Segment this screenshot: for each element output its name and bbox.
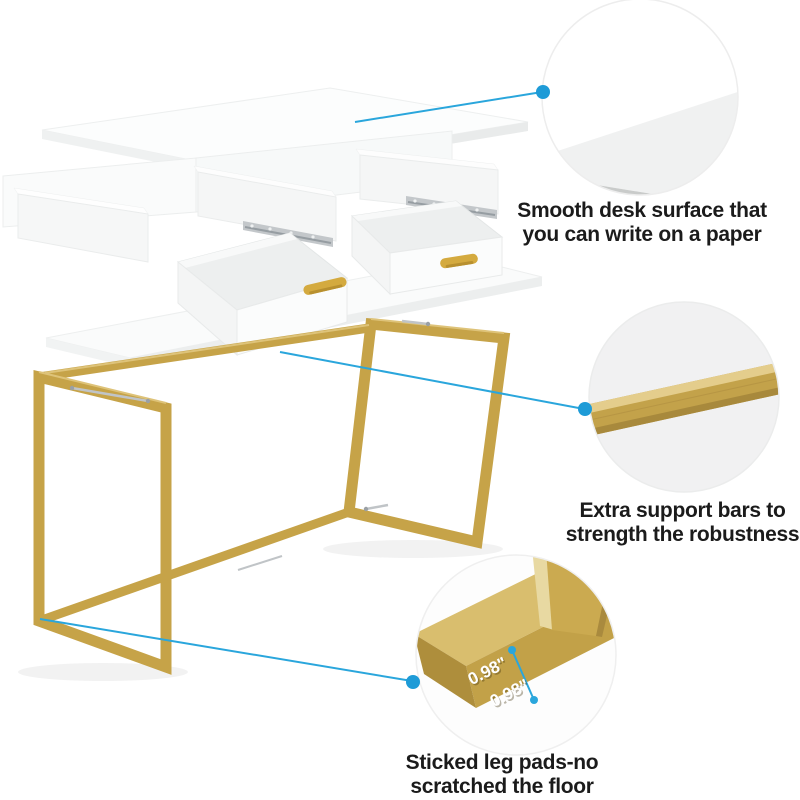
drawer-front xyxy=(176,232,349,357)
drawer-right-handle xyxy=(440,253,478,269)
screw-tip xyxy=(363,506,369,512)
caption-line: you can write on a paper xyxy=(522,223,762,246)
screw-tip xyxy=(69,385,75,391)
measure-dot xyxy=(530,696,538,704)
frame-highlight xyxy=(44,324,370,374)
callout-circle-support xyxy=(588,301,780,493)
caption-line: Smooth desk surface that xyxy=(517,199,767,222)
drawer-right xyxy=(350,200,504,296)
rail-screw xyxy=(311,235,315,239)
assembly-rod xyxy=(237,555,283,571)
connector-line-surface xyxy=(354,91,543,123)
support-bar-bottom xyxy=(37,507,351,626)
leg-upright-highlight xyxy=(532,555,554,630)
connector-line-support xyxy=(279,351,585,410)
support-bar-highlight xyxy=(589,360,779,414)
screw-tip xyxy=(145,398,151,404)
handle-shade xyxy=(445,261,474,268)
callout-text-support: Extra support bars to strength the robus… xyxy=(545,499,800,547)
callout-dot-surface xyxy=(536,85,550,99)
caption-line: Sticked leg pads-no xyxy=(405,751,599,774)
desk-exploded-view xyxy=(2,87,543,681)
floor-shadow-left xyxy=(18,663,188,681)
support-bar-top xyxy=(38,323,370,382)
circle-ring xyxy=(415,554,617,756)
circle-ring xyxy=(588,301,780,493)
assembly-rod xyxy=(71,386,149,403)
callout-circle-legpads: 0.98" 0.98" 0.98" 0.98" xyxy=(415,554,617,756)
rail-screw xyxy=(250,224,254,228)
handle-bar xyxy=(303,277,347,295)
assembly-rod xyxy=(401,319,429,326)
support-bar-crease xyxy=(589,375,779,422)
frame-right-loop xyxy=(342,317,511,549)
bottom-shelf-edge-left xyxy=(46,338,130,367)
divider-right xyxy=(359,154,499,215)
rail-screw xyxy=(413,199,417,203)
floor-shadow-right xyxy=(323,540,503,558)
side-panel-left xyxy=(17,193,149,263)
handle-shade xyxy=(309,284,343,295)
gold-frame xyxy=(33,317,511,675)
callout-text-surface: Smooth desk surface that you can write o… xyxy=(492,199,792,247)
assembly-rod xyxy=(365,503,389,511)
drawer-front-handle xyxy=(303,277,347,295)
measure-dot xyxy=(508,646,516,654)
caption-line: Extra support bars to xyxy=(579,499,786,522)
measure-line xyxy=(511,649,535,701)
caption-line: scratched the floor xyxy=(410,775,594,798)
screw-tip xyxy=(425,321,431,327)
callout-dot-legpads xyxy=(406,675,420,689)
callout-dot-support xyxy=(578,402,592,416)
frame-left-loop xyxy=(33,369,172,675)
rail-screw xyxy=(268,227,272,231)
rail-screw xyxy=(475,208,479,212)
circle-support-content xyxy=(589,360,779,437)
connector-line-legpads xyxy=(39,618,413,682)
divider-mid xyxy=(197,171,337,242)
callout-text-legpads: Sticked leg pads-no scratched the floor xyxy=(372,751,632,799)
caption-line: strength the robustness xyxy=(565,523,800,546)
frame-highlight xyxy=(38,371,167,404)
support-bar-shadow xyxy=(589,385,779,437)
leg-corner-end-cap xyxy=(416,634,476,708)
frame-highlight xyxy=(370,318,505,334)
drawer-front-backwall xyxy=(178,233,297,268)
callout-connectors xyxy=(39,85,592,689)
drawer-right-backwall xyxy=(352,201,462,221)
